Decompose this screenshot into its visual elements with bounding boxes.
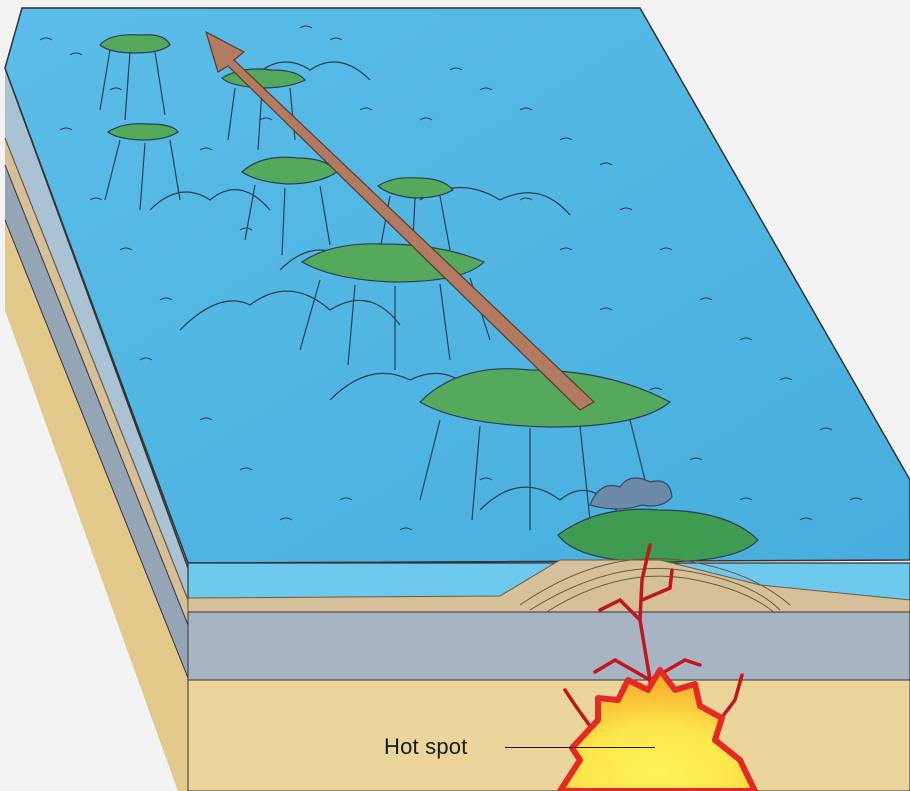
cross-section-front <box>188 558 910 791</box>
hotspot-label: Hot spot <box>384 734 468 760</box>
hotspot-leader-line <box>505 747 655 748</box>
